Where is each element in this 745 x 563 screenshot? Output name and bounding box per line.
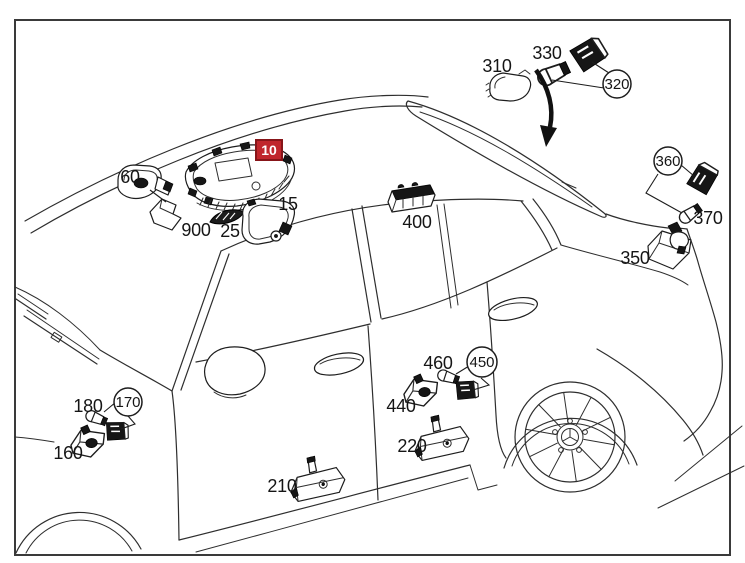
callout-350[interactable]: 350	[620, 248, 650, 268]
callout-370[interactable]: 370	[693, 208, 723, 228]
part-rear-lamp-lens[interactable]	[485, 69, 532, 102]
callout-310[interactable]: 310	[482, 56, 512, 76]
callout-15[interactable]: 15	[278, 194, 298, 214]
part-trunk-lamp-housing[interactable]	[647, 221, 692, 270]
front-door-handle	[313, 352, 365, 376]
callout-210[interactable]: 210	[267, 476, 297, 496]
leader-320	[551, 61, 610, 89]
callout-440[interactable]: 440	[386, 396, 416, 416]
side-mirror	[203, 346, 266, 399]
callout-900[interactable]: 900	[181, 220, 211, 240]
callout-60[interactable]: 60	[120, 167, 140, 187]
callout-400[interactable]: 400	[402, 212, 432, 232]
diagram-frame	[14, 19, 731, 556]
callout-160[interactable]: 160	[53, 443, 83, 463]
leader-360	[645, 164, 695, 214]
rear-door-handle	[488, 296, 538, 322]
callout-10[interactable]: 10	[255, 139, 283, 161]
mercedes-star-icon	[561, 428, 579, 446]
callout-450[interactable]: 450	[466, 346, 498, 378]
callout-460[interactable]: 460	[423, 353, 453, 373]
callout-320-label[interactable]: 320	[604, 76, 629, 93]
direction-arrow-icon	[534, 68, 557, 147]
callout-450-label[interactable]: 450	[469, 354, 494, 371]
callout-220[interactable]: 220	[397, 436, 427, 456]
part-roof-rail-lamp[interactable]	[387, 182, 436, 213]
callout-320[interactable]: 320	[602, 69, 632, 99]
callout-360[interactable]: 360	[653, 146, 683, 176]
callout-330[interactable]: 330	[532, 43, 562, 63]
callout-360-label[interactable]: 360	[655, 153, 680, 170]
rear-wheel	[503, 381, 638, 493]
callout-10-label[interactable]: 10	[261, 142, 277, 158]
leader-450	[455, 365, 491, 391]
callout-170[interactable]: 170	[113, 387, 143, 417]
leader-60-900	[149, 189, 167, 203]
part-reading-lamp-frame[interactable]	[241, 198, 296, 245]
callout-170-label[interactable]: 170	[115, 394, 140, 411]
callout-180[interactable]: 180	[73, 396, 103, 416]
part-mounting-bracket[interactable]	[149, 198, 182, 231]
callout-25[interactable]: 25	[220, 221, 240, 241]
